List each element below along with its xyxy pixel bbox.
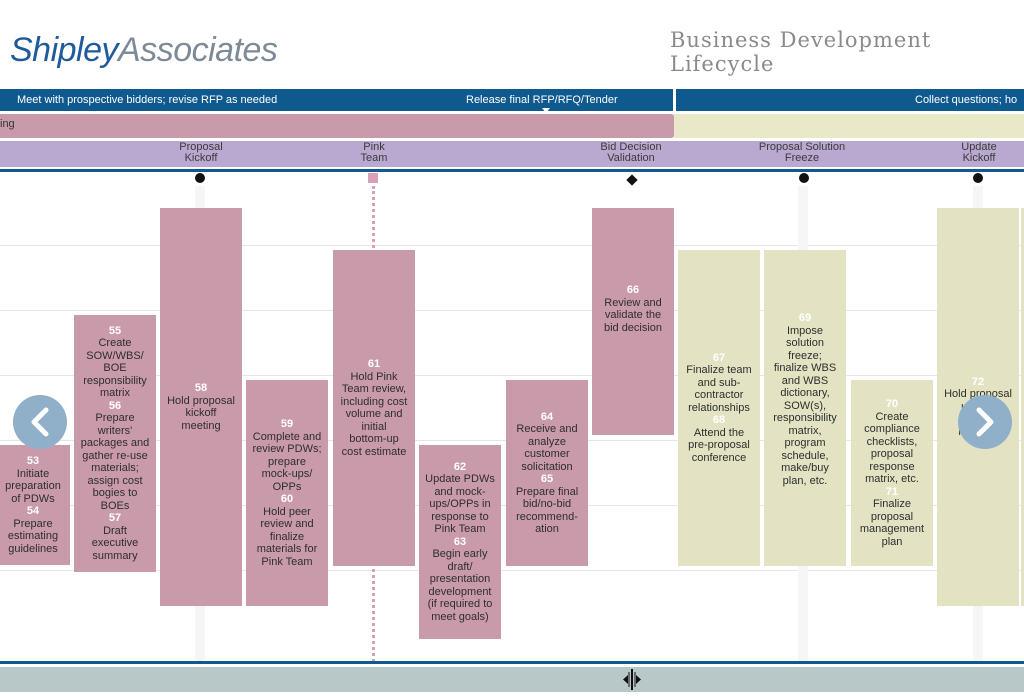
task-number: 69 <box>798 312 812 324</box>
task-number: 55 <box>108 324 122 337</box>
task-box-66[interactable]: 66 Review and validate the bid decision <box>592 208 674 435</box>
task-number: 66 <box>626 284 640 296</box>
pink-team-marker[interactable] <box>368 173 378 183</box>
chevron-right-icon <box>976 407 994 437</box>
timeline-bottom-rule <box>0 661 1024 664</box>
task-text: Hold proposal kickoff meeting <box>167 394 235 432</box>
task-text: Receive and analyze customer solicitatio… <box>516 423 578 473</box>
timeline-scrollbar[interactable] <box>0 667 1024 692</box>
phase-bar-left: Meet with prospective bidders; revise RF… <box>0 89 673 111</box>
task-text: Finalize team and sub- contractor relati… <box>686 364 752 414</box>
bid-decision-diamond[interactable] <box>626 174 638 186</box>
task-box-70-71[interactable]: 70 Create compliance checklists, proposa… <box>851 380 933 566</box>
phase-band-label: ing <box>0 118 15 130</box>
task-number: 56 <box>108 399 122 412</box>
task-number: 57 <box>108 512 122 525</box>
task-number: 70 <box>885 398 899 410</box>
milestone-dot[interactable] <box>195 173 205 183</box>
task-text: Attend the pre-proposal conference <box>688 426 750 464</box>
task-text: Create SOW/WBS/ BOE responsibility matri… <box>83 337 147 400</box>
task-box-53-54[interactable]: 53 Initiate preparation of PDWs 54 Prepa… <box>0 445 70 565</box>
task-number: 61 <box>367 358 381 370</box>
task-number: 53 <box>26 455 40 467</box>
task-number: 62 <box>453 460 467 473</box>
phase-left-text: Meet with prospective bidders; revise RF… <box>17 94 278 106</box>
milestone-label: Kickoff <box>184 152 218 164</box>
task-number: 60 <box>280 493 294 505</box>
task-text: Review and validate the bid decision <box>603 296 663 334</box>
task-box-69[interactable]: 69 Impose solution freeze; finalize WBS … <box>764 250 846 566</box>
task-number: 63 <box>453 535 467 548</box>
phase-band-pink <box>0 114 672 138</box>
task-number: 67 <box>712 351 726 364</box>
task-text: Prepare writers' packages and gather re-… <box>80 412 150 512</box>
release-marker <box>542 108 550 113</box>
page-title: Business Development Lifecycle <box>670 28 932 76</box>
milestone-label: Proposal <box>179 141 223 153</box>
next-button[interactable] <box>958 395 1012 449</box>
milestone-dot[interactable] <box>973 173 983 183</box>
prev-button[interactable] <box>13 395 67 449</box>
task-number: 72 <box>971 375 985 388</box>
milestone-label: Pink <box>363 141 385 153</box>
task-number: 71 <box>885 485 899 498</box>
phase-band-green <box>674 114 1024 138</box>
milestone-label: Team <box>360 152 388 164</box>
task-text: Create compliance checklists, proposal r… <box>864 410 920 486</box>
task-box-55-57[interactable]: 55 Create SOW/WBS/ BOE responsibility ma… <box>74 315 156 572</box>
phase-right-text: Collect questions; ho <box>915 94 1018 106</box>
task-number: 54 <box>26 505 40 517</box>
task-number: 68 <box>712 414 726 427</box>
company-logo: ShipleyAssociates <box>10 30 278 70</box>
timeline-top-rule <box>0 169 1024 172</box>
task-box-59-60[interactable]: 59 Complete and review PDWs; prepare moc… <box>246 380 328 606</box>
task-text: Draft executive summary <box>91 524 139 562</box>
logo-part-2: Associates <box>118 31 278 69</box>
milestone-dot[interactable] <box>799 173 809 183</box>
task-number: 65 <box>540 473 554 485</box>
task-box-61[interactable]: 61 Hold Pink Team review, including cost… <box>333 250 415 566</box>
scroll-handle[interactable] <box>622 667 642 692</box>
milestone-label: Bid Decision <box>600 141 662 153</box>
task-number: 58 <box>194 382 208 394</box>
task-box-58[interactable]: 58 Hold proposal kickoff meeting <box>160 208 242 606</box>
phase-bar-right: Collect questions; ho <box>676 89 1024 111</box>
chevron-left-icon <box>31 407 49 437</box>
grid-line <box>0 245 1024 246</box>
task-box-67-68[interactable]: 67 Finalize team and sub- contractor rel… <box>678 250 760 566</box>
task-text: Begin early draft/ presentation developm… <box>427 548 493 623</box>
logo-part-1: Shipley <box>10 31 119 69</box>
task-text: Complete and review PDWs; prepare mock-u… <box>252 430 322 493</box>
milestone-label: Validation <box>607 152 655 164</box>
grid-line <box>0 375 1024 376</box>
task-text: Hold peer review and finalize materials … <box>256 505 318 568</box>
milestone-label: Update <box>961 141 997 153</box>
task-text: Prepare final bid/no-bid recommend- atio… <box>515 485 579 536</box>
task-box-64-65[interactable]: 64 Receive and analyze customer solicita… <box>506 380 588 566</box>
task-text: Impose solution freeze; finalize WBS and… <box>773 324 837 487</box>
scroll-handle-icon <box>623 669 641 690</box>
milestone-label: Freeze <box>784 152 820 164</box>
task-number: 59 <box>280 418 294 430</box>
task-text: Hold Pink Team review, including cost vo… <box>340 370 408 458</box>
task-text: Update PDWs and mock- ups/OPPs in respon… <box>425 473 495 536</box>
grid-line <box>0 310 1024 311</box>
task-box-62-63[interactable]: 62 Update PDWs and mock- ups/OPPs in res… <box>419 445 501 639</box>
task-text: Finalize proposal management plan <box>859 498 925 548</box>
task-box-cut-off <box>1021 208 1024 606</box>
phase-center-text: Release final RFP/RFQ/Tender <box>466 94 618 106</box>
task-text: Initiate preparation of PDWs <box>5 467 61 505</box>
milestone-row <box>0 141 1024 167</box>
milestone-label: Kickoff <box>962 152 996 164</box>
grid-line <box>0 570 1024 571</box>
task-number: 64 <box>540 410 554 423</box>
task-text: Prepare estimating guidelines <box>7 517 59 555</box>
milestone-label: Proposal Solution <box>758 141 846 153</box>
